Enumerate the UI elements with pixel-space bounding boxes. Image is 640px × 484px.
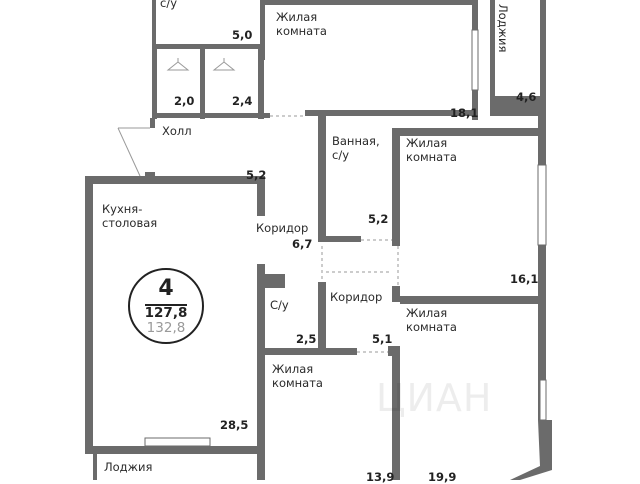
wall: [265, 0, 475, 5]
wall: [400, 128, 546, 136]
wall: [85, 176, 93, 454]
right-bottom-living-label: Жилая комната: [406, 306, 457, 334]
top-bath-area: 5,0: [232, 28, 253, 42]
kitchen-area: 28,5: [220, 418, 249, 432]
wall: [152, 49, 157, 119]
loggia-top-area: 4,6: [516, 90, 537, 104]
wall: [85, 446, 265, 454]
window: [537, 164, 547, 246]
hanger-icon: [212, 58, 236, 71]
wc-label: С/у: [270, 298, 289, 312]
window: [539, 379, 547, 421]
wall: [392, 346, 400, 480]
wall: [400, 296, 546, 304]
wall: [265, 274, 285, 288]
bottom-living-area: 13,9: [366, 470, 395, 484]
wall: [200, 49, 205, 119]
wall: [265, 348, 357, 355]
top-living-area: 18,1: [450, 106, 479, 120]
wall: [93, 454, 97, 480]
wc-area: 2,5: [296, 332, 317, 346]
corridor2-label: Коридор: [330, 290, 383, 304]
hall-label: Холл: [162, 124, 192, 138]
wall: [490, 96, 545, 116]
window: [144, 437, 211, 447]
wall: [152, 113, 270, 118]
wall: [152, 0, 156, 48]
wall: [85, 176, 265, 184]
wall: [260, 0, 265, 60]
wall: [318, 116, 326, 242]
area-badge: [128, 268, 204, 344]
closet1-area: 2,0: [174, 94, 195, 108]
top-bath-label: с/у: [160, 0, 178, 10]
badge-rooms-count: 4: [158, 276, 174, 301]
corridor1-area: 6,7: [292, 237, 313, 251]
wall: [318, 282, 326, 348]
wall: [305, 110, 473, 116]
badge-total-area: 127,8: [144, 305, 188, 321]
wall: [257, 264, 265, 454]
entrance-door: [117, 127, 150, 177]
wall: [392, 286, 400, 302]
wall: [326, 236, 361, 242]
wall: [490, 0, 495, 96]
wall: [257, 454, 265, 480]
wall: [152, 44, 264, 49]
bottom-living-label: Жилая комната: [272, 362, 323, 390]
wall: [257, 176, 265, 216]
loggia-top-label: Лоджия: [496, 4, 510, 53]
wall: [510, 420, 552, 480]
watermark-logo: ЦИАН: [376, 376, 493, 420]
loggia-bottom-label: Лоджия: [104, 460, 153, 474]
right-living-label: Жилая комната: [406, 136, 457, 164]
wall: [258, 49, 264, 119]
right-living-area: 16,1: [510, 272, 539, 286]
bath-label: Ванная, с/у: [332, 134, 380, 162]
wall: [150, 118, 155, 128]
window: [471, 29, 479, 91]
kitchen-label: Кухня- столовая: [102, 202, 158, 230]
wall: [538, 300, 546, 420]
hanger-icon: [166, 58, 190, 71]
wall: [392, 128, 400, 246]
corridor2-area: 5,1: [372, 332, 393, 346]
top-living-label: Жилая комната: [276, 10, 327, 38]
right-bottom-living-area: 19,9: [428, 470, 457, 484]
badge-divider: [145, 304, 187, 306]
closet2-area: 2,4: [232, 94, 253, 108]
wall: [540, 0, 546, 116]
bath-area: 5,2: [368, 212, 389, 226]
corridor1-label: Коридор: [256, 221, 309, 235]
wall: [145, 172, 155, 184]
hall-area: 5,2: [246, 168, 267, 182]
badge-alt-area: 132,8: [146, 320, 186, 336]
